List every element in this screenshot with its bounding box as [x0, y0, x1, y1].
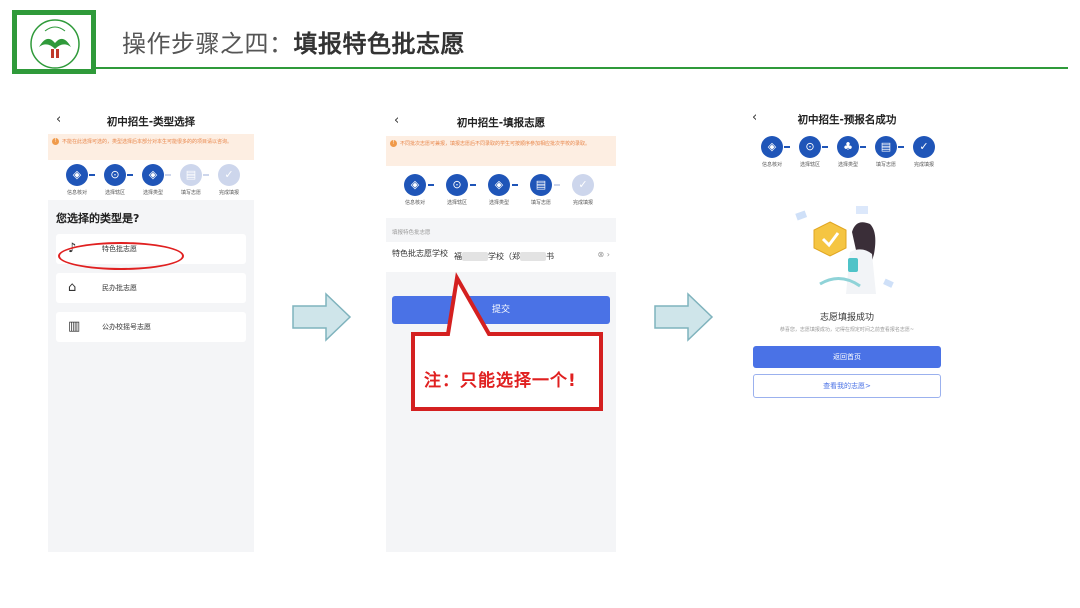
submit-button[interactable]: 提交 [392, 296, 610, 324]
notice-banner: ! 不能在此选择可选的，类型选择后本部分对本生可能很多的的项目请以咨询。 [48, 134, 254, 160]
location-pin-icon: ⊙ [446, 174, 468, 196]
nav-title: 初中招生-填报志愿 [456, 117, 546, 129]
school-building-icon: ▥ [68, 319, 81, 334]
building-icon: ⌂ [68, 280, 77, 295]
option-label: 公办校摇号志愿 [102, 323, 151, 331]
home-button[interactable]: 返回首页 [753, 346, 941, 368]
location-pin-icon: ⊙ [799, 136, 821, 158]
success-subtitle: 恭喜您，志愿填报成功，记得在规定时间之前查看报名志愿~ [779, 327, 915, 333]
nav-bar: ‹ 初中招生-类型选择 [48, 108, 254, 134]
layers-icon: ◈ [66, 164, 88, 186]
step-connector [860, 146, 866, 148]
step-fill-wish: ▤填写志愿 [866, 136, 906, 168]
document-icon: ▤ [530, 174, 552, 196]
step-fill-wish: ▤填写志愿 [521, 174, 561, 206]
step-connector [898, 146, 904, 148]
step-connector [127, 174, 133, 176]
check-circle-icon: ✓ [572, 174, 594, 196]
check-circle-icon: ✓ [913, 136, 935, 158]
option-label: 民办批志愿 [102, 284, 137, 292]
next-arrow-icon [654, 292, 714, 342]
warning-icon: ! [390, 140, 397, 147]
step-select-district: ⊙选择辖区 [790, 136, 830, 168]
layers-icon: ◈ [404, 174, 426, 196]
step-select-district: ⊙选择辖区 [95, 164, 135, 196]
step-connector [165, 174, 171, 176]
layers-icon: ◈ [761, 136, 783, 158]
nav-bar: ‹ 初中招生-预报名成功 [744, 106, 950, 132]
callout-box [411, 272, 603, 411]
step-connector [89, 174, 95, 176]
warning-icon: ! [52, 138, 59, 145]
step-select-type: ◈选择类型 [133, 164, 173, 196]
step-complete: ✓完成填报 [904, 136, 944, 168]
highlight-ellipse [58, 242, 184, 270]
step-complete: ✓完成填报 [563, 174, 603, 206]
slide-title-bold: 填报特色批志愿 [293, 30, 465, 58]
progress-steps: ◈信息核对 ⊙选择辖区 ◈选择类型 ▤填写志愿 ✓完成填报 [386, 166, 616, 218]
check-circle-icon: ✓ [218, 164, 240, 186]
step-info-check: ◈信息核对 [752, 136, 792, 168]
section-label: 填报特色批志愿 [392, 230, 431, 236]
nav-title: 初中招生-类型选择 [106, 116, 196, 128]
progress-steps: ◈信息核对 ⊙选择辖区 ◈选择类型 ▤填写志愿 ✓完成填报 [48, 160, 254, 200]
slide-title-prefix: 操作步骤之四： [122, 30, 294, 58]
step-fill-wish: ▤填写志愿 [171, 164, 211, 196]
step-connector [203, 174, 209, 176]
step-complete: ✓完成填报 [209, 164, 249, 196]
picker-label: 特色批志愿学校 [392, 249, 448, 258]
nav-title: 初中招生-预报名成功 [797, 114, 897, 126]
layers-icon: ◈ [142, 164, 164, 186]
document-icon: ▤ [875, 136, 897, 158]
success-illustration [795, 206, 894, 294]
redacted-block [462, 252, 488, 261]
clear-chevron-icon[interactable]: ⊗ › [597, 250, 610, 259]
redacted-block [520, 252, 546, 261]
step-select-type: ◈选择类型 [479, 174, 519, 206]
option-public-lottery-wish[interactable]: ▥ 公办校摇号志愿 [56, 312, 246, 342]
logo-emblem-icon [30, 19, 80, 69]
step-connector [470, 184, 476, 186]
step-info-check: ◈信息核对 [57, 164, 97, 196]
option-private-wish[interactable]: ⌂ 民办批志愿 [56, 273, 246, 303]
step-select-type: ♣选择类型 [828, 136, 868, 168]
picker-value: 福学校（郑书 [454, 252, 554, 261]
step-connector [822, 146, 828, 148]
phone-success: ‹ 初中招生-预报名成功 ◈信息核对 ⊙选择辖区 ♣选择类型 ▤填写志愿 ✓完成… [744, 106, 950, 550]
slide-title: 操作步骤之四：填报特色批志愿 [122, 24, 465, 59]
phone-type-selection: ‹ 初中招生-类型选择 ! 不能在此选择可选的，类型选择后本部分对本生可能很多的… [48, 108, 254, 552]
document-icon: ▤ [180, 164, 202, 186]
callout-text: 注：只能选择一个! [424, 371, 577, 391]
step-connector [428, 184, 434, 186]
step-connector [512, 184, 518, 186]
people-icon: ♣ [837, 136, 859, 158]
school-logo [12, 10, 96, 74]
question-title: 您选择的类型是? [56, 212, 140, 225]
phone-fill-wish: ‹ 初中招生-填报志愿 ! 不同批次志愿可兼报，填报志愿后不同录取的学生可按顺序… [386, 108, 616, 552]
nav-bar: ‹ 初中招生-填报志愿 [386, 108, 616, 136]
notice-text: 不同批次志愿可兼报，填报志愿后不同录取的学生可按顺序参加相应批次学校的录取。 [400, 141, 591, 147]
success-title: 志愿填报成功 [819, 313, 874, 323]
back-icon[interactable]: ‹ [394, 113, 400, 128]
step-connector [784, 146, 790, 148]
notice-banner: ! 不同批次志愿可兼报，填报志愿后不同录取的学生可按顺序参加相应批次学校的录取。 [386, 136, 616, 166]
header-divider [96, 67, 1068, 69]
notice-text: 不能在此选择可选的，类型选择后本部分对本生可能很多的的项目请以咨询。 [62, 139, 233, 145]
view-wish-button[interactable]: 查看我的志愿> [753, 374, 941, 398]
back-icon[interactable]: ‹ [56, 112, 62, 127]
progress-steps: ◈信息核对 ⊙选择辖区 ♣选择类型 ▤填写志愿 ✓完成填报 [744, 132, 950, 174]
next-arrow-icon [292, 292, 352, 342]
layers-icon: ◈ [488, 174, 510, 196]
location-pin-icon: ⊙ [104, 164, 126, 186]
school-picker-row[interactable]: 特色批志愿学校 福学校（郑书 ⊗ › [386, 242, 616, 272]
step-info-check: ◈信息核对 [395, 174, 435, 206]
back-icon[interactable]: ‹ [752, 110, 758, 125]
step-select-district: ⊙选择辖区 [437, 174, 477, 206]
step-connector [554, 184, 560, 186]
